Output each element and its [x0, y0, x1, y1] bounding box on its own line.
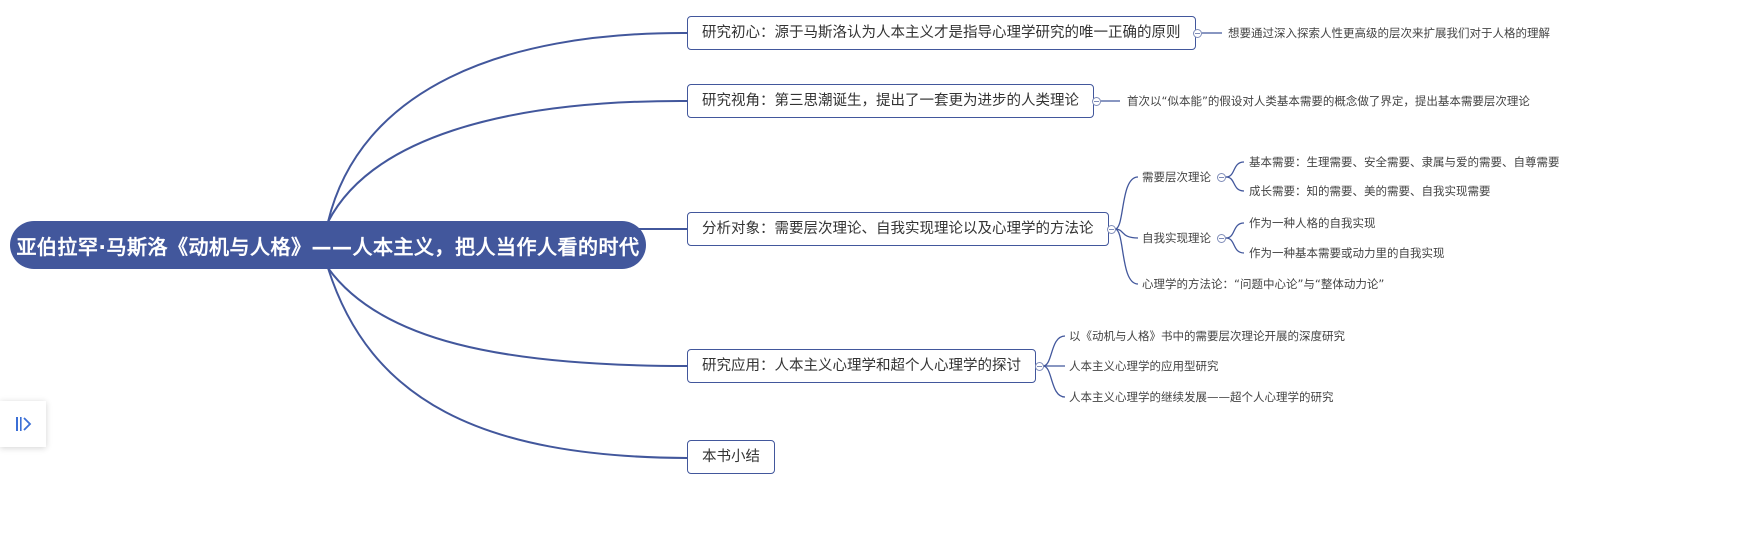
link-sub-3b2 [1225, 237, 1245, 254]
collapse-icon[interactable] [1193, 29, 1202, 38]
root-topic-label: 亚伯拉罕·马斯洛《动机与人格》——人本主义，把人当作人看的时代 [16, 234, 640, 259]
link-branch-2 [327, 99, 688, 223]
sub-topic[interactable]: 以《动机与人格》书中的需要层次理论开展的深度研究 [1069, 329, 1345, 343]
link-branch-4 [327, 267, 688, 367]
collapse-icon[interactable] [1035, 362, 1044, 371]
link-branch-5 [327, 267, 688, 459]
sidebar-toggle-button[interactable] [0, 401, 46, 447]
branch-book-summary[interactable]: 本书小结 [687, 440, 775, 474]
link-sub-3a2 [1225, 176, 1245, 192]
collapse-icon[interactable] [1217, 234, 1226, 243]
branch-research-motivation[interactable]: 研究初心：源于马斯洛认为人本主义才是指导心理学研究的唯一正确的原则 [687, 16, 1196, 50]
sub-topic[interactable]: 人本主义心理学的继续发展——超个人心理学的研究 [1069, 390, 1334, 404]
sub-topic-need-hierarchy[interactable]: 需要层次理论 [1142, 170, 1211, 184]
branch-label: 分析对象：需要层次理论、自我实现理论以及心理学的方法论 [702, 221, 1094, 237]
root-topic[interactable]: 亚伯拉罕·马斯洛《动机与人格》——人本主义，把人当作人看的时代 [10, 221, 646, 269]
sub-topic[interactable]: 想要通过深入探索人性更高级的层次来扩展我们对于人格的理解 [1228, 26, 1550, 40]
collapse-icon[interactable] [1092, 97, 1101, 106]
sub-topic[interactable]: 人本主义心理学的应用型研究 [1069, 359, 1219, 373]
collapse-icon[interactable] [1107, 225, 1116, 234]
link-sub-4c [1042, 365, 1066, 398]
sub-topic[interactable]: 基本需要：生理需要、安全需要、隶属与爱的需要、自尊需要 [1249, 155, 1560, 169]
sub-topic-self-actualization[interactable]: 自我实现理论 [1142, 231, 1211, 245]
link-sub-3b1 [1225, 222, 1245, 239]
branch-research-perspective[interactable]: 研究视角：第三思潮诞生，提出了一套更为进步的人类理论 [687, 84, 1094, 118]
branch-label: 研究初心：源于马斯洛认为人本主义才是指导心理学研究的唯一正确的原则 [702, 25, 1181, 41]
sub-topic[interactable]: 成长需要：知的需要、美的需要、自我实现需要 [1249, 184, 1491, 198]
sub-topic-methodology[interactable]: 心理学的方法论：“问题中心论”与“整体动力论” [1142, 277, 1385, 291]
outline-expand-icon [16, 417, 32, 431]
sub-topic[interactable]: 作为一种人格的自我实现 [1249, 216, 1376, 230]
branch-analysis-object[interactable]: 分析对象：需要层次理论、自我实现理论以及心理学的方法论 [687, 212, 1109, 246]
link-branch-1 [327, 31, 688, 223]
branch-label: 本书小结 [702, 449, 760, 465]
sub-topic[interactable]: 作为一种基本需要或动力里的自我实现 [1249, 246, 1445, 260]
branch-research-application[interactable]: 研究应用：人本主义心理学和超个人心理学的探讨 [687, 349, 1036, 383]
branch-label: 研究应用：人本主义心理学和超个人心理学的探讨 [702, 358, 1021, 374]
link-sub-4a [1042, 335, 1066, 367]
link-sub-3c [1114, 228, 1139, 285]
sub-topic[interactable]: 首次以“似本能”的假设对人类基本需要的概念做了界定，提出基本需要层次理论 [1127, 94, 1530, 108]
link-sub-3a [1114, 176, 1139, 230]
link-sub-3a1 [1225, 161, 1245, 178]
branch-label: 研究视角：第三思潮诞生，提出了一套更为进步的人类理论 [702, 93, 1079, 109]
collapse-icon[interactable] [1217, 173, 1226, 182]
